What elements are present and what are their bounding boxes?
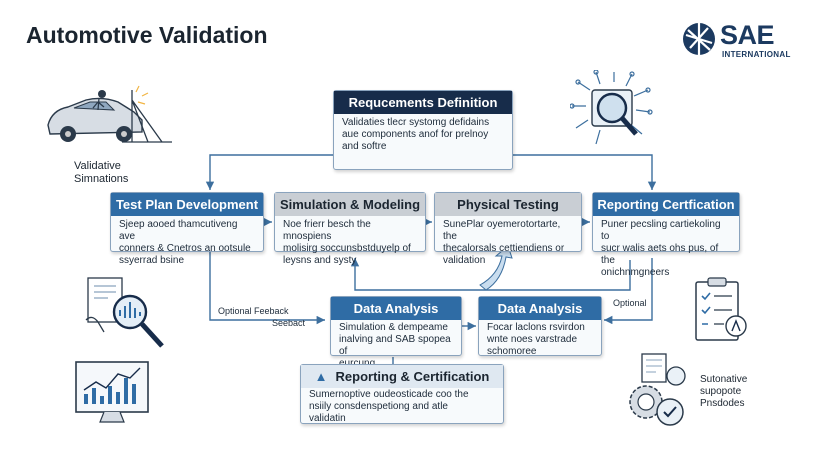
- reporting-top-body: Puner pecsling cartiekoling to sucr wali…: [601, 219, 731, 279]
- chip-magnifier-icon: [570, 70, 653, 145]
- reporting-bottom-title: Reporting & Certification: [335, 369, 490, 384]
- reporting-certfication-box: Reporting Certfication Puner pecsling ca…: [592, 192, 740, 278]
- reporting-top-line-2: sucr walis aets ohs pus, of the: [601, 243, 719, 266]
- physical-title: Physical Testing: [435, 193, 581, 216]
- document-magnifier-icon: [85, 277, 164, 348]
- right-caption-line-2: supopote: [700, 386, 742, 397]
- simulation-line-2: molisirg soccunsbstduyelp of: [283, 243, 411, 254]
- simulation-body: Noe frierr besch the mnospiens molisirg …: [283, 219, 417, 267]
- data-analysis-1-line-3: eurcung: [339, 358, 453, 370]
- data-analysis-1-line-1: Simulation & dempeame: [339, 322, 448, 333]
- simulation-modeling-box: Simulation & Modeling Noe frierr besch t…: [274, 192, 426, 266]
- physical-line-2: thecalorsals cettiendiens or: [443, 243, 565, 254]
- requirements-body: Validaties tlecr systomg defidains aue c…: [342, 117, 504, 153]
- line-req-to-testplan: [205, 154, 335, 190]
- reporting-bottom-line-3: validatin: [309, 413, 346, 424]
- line-testplan-feedback: [209, 250, 325, 325]
- checklist-clipboard-icon: [695, 277, 747, 341]
- data-analysis-box-1: Data Analysis Simulation & dempeame inal…: [330, 296, 462, 369]
- reporting-certification-box: ▲ Reporting & Certification Sumernoptive …: [300, 364, 504, 424]
- test-plan-line-2: conners & Cnetros an ootsule: [119, 243, 251, 254]
- physical-progress-arrow: [479, 245, 513, 291]
- data-analysis-2-line-1: Focar laclons rsvirdon: [487, 322, 585, 333]
- gears-documents-icon: [629, 353, 686, 426]
- reporting-top-title: Reporting Certfication: [593, 193, 739, 216]
- simulation-title: Simulation & Modeling: [275, 193, 425, 216]
- data-analysis-1-body: Simulation & dempeame inalving and SAB s…: [339, 322, 453, 370]
- physical-line-3: validation: [443, 255, 486, 266]
- test-plan-line-1: Sjeep aooed thamcutiveng ave: [119, 219, 238, 242]
- data-analysis-1-line-2: inalving and SAB spopea of: [339, 334, 451, 357]
- optional-feedback-label: Optional Feeback: [218, 306, 289, 316]
- left-caption: Validative Simnations: [74, 160, 128, 186]
- monitor-chart-icon: [75, 361, 149, 423]
- left-caption-line-1: Validative: [74, 160, 121, 172]
- line-req-to-reporting: [512, 154, 657, 190]
- triangle-up-icon: ▲: [314, 369, 328, 384]
- logo-name: SAE: [720, 20, 775, 50]
- reporting-top-line-3: onichnmgneers: [601, 267, 670, 278]
- simulation-line-3: leysns and systy: [283, 255, 357, 266]
- reporting-bottom-line-2: nsiily consdenspetiong and atle: [309, 401, 448, 412]
- test-plan-title: Test Plan Development: [111, 193, 263, 216]
- requirements-line-1: Validaties tlecr systomg defidains: [342, 117, 490, 128]
- data-analysis-2-line-2: wnte noes varstrade: [487, 334, 578, 345]
- car-test-rig-icon: [47, 85, 172, 143]
- data-analysis-2-title: Data Analysis: [479, 297, 601, 320]
- data-analysis-2-body: Focar laclons rsvirdon wnte noes varstra…: [487, 322, 593, 358]
- physical-testing-box: Physical Testing SunePlar oyemerotortart…: [434, 192, 582, 266]
- test-plan-body: Sjeep aooed thamcutiveng ave conners & C…: [119, 219, 255, 267]
- requirements-definition-box: Requcements Definition Validaties tlecr …: [333, 90, 513, 170]
- reporting-bottom-body: Sumernoptive oudeosticade coo the nsiily…: [309, 389, 495, 425]
- physical-line-1: SunePlar oyemerotortarte, the: [443, 219, 561, 242]
- left-caption-line-2: Simnations: [74, 173, 129, 185]
- line-optional: [604, 258, 653, 325]
- right-caption-line-1: Sutonative: [700, 374, 748, 385]
- optional-label: Optional: [613, 298, 647, 308]
- data-analysis-box-2: Data Analysis Focar laclons rsvirdon wnt…: [478, 296, 602, 358]
- reporting-bottom-line-1: Sumernoptive oudeosticade coo the: [309, 389, 469, 400]
- requirements-line-2: aue components anof for prelnoy: [342, 129, 489, 140]
- reporting-top-line-1: Puner pecsling cartiekoling to: [601, 219, 721, 242]
- line-loop-sim: [350, 258, 631, 291]
- right-caption-line-3: Pnsdodes: [700, 398, 745, 409]
- reporting-bottom-header: ▲ Reporting & Certification: [301, 365, 503, 388]
- requirements-title: Requcements Definition: [334, 91, 512, 114]
- data-analysis-1-title: Data Analysis: [331, 297, 461, 320]
- requirements-line-3: and softre: [342, 141, 387, 152]
- data-analysis-2-line-3: schomoree: [487, 346, 537, 357]
- sae-globe-icon: [683, 23, 715, 55]
- physical-body: SunePlar oyemerotortarte, the thecalorsa…: [443, 219, 573, 267]
- simulation-line-1: Noe frierr besch the mnospiens: [283, 219, 371, 242]
- logo-subtitle: INTERNATIONAL: [722, 50, 791, 59]
- test-plan-box: Test Plan Development Sjeep aooed thamcu…: [110, 192, 264, 266]
- right-caption: Sutonative supopote Pnsdodes: [700, 374, 747, 410]
- test-plan-line-3: ssyerrad bsine: [119, 255, 185, 266]
- feedback-label: Seebact: [272, 318, 306, 328]
- page-title: Automotive Validation: [26, 22, 268, 48]
